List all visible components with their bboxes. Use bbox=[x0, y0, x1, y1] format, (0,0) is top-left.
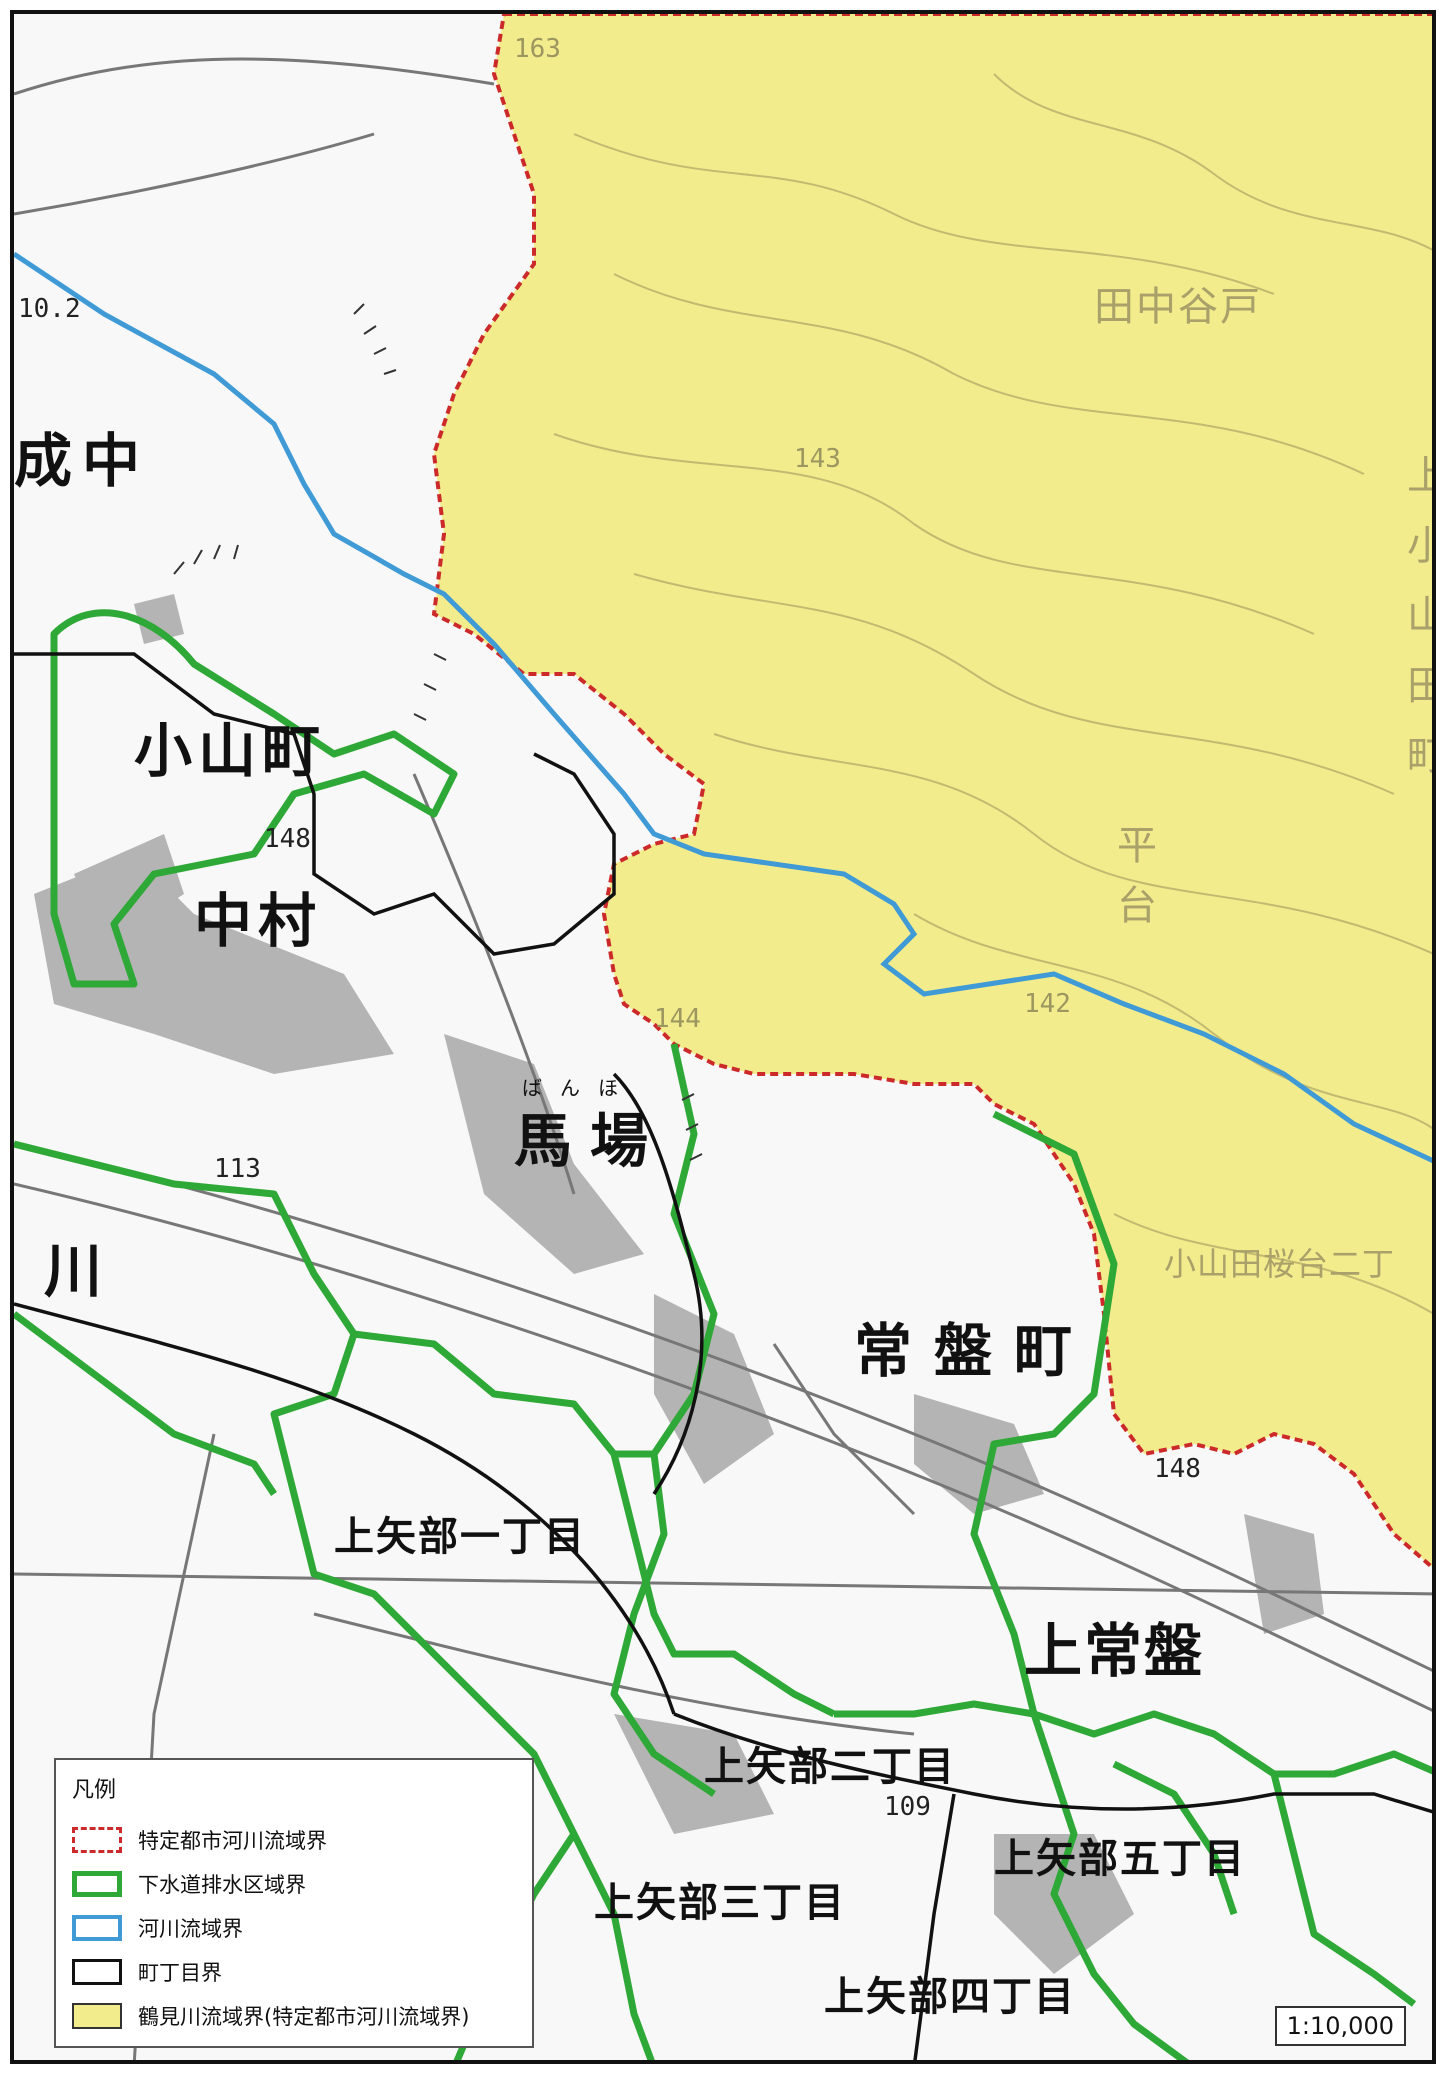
map-scale: 1:10,000 bbox=[1274, 2006, 1406, 2046]
place-kawa: 川 bbox=[44, 1237, 109, 1305]
town-boundaries bbox=[14, 652, 1432, 2060]
legend-swatch-blue bbox=[72, 1915, 122, 1941]
map-canvas[interactable] bbox=[14, 14, 1436, 2064]
legend-label: 河川流域界 bbox=[138, 1917, 243, 1941]
place-kamitokiwa: 上常盤 bbox=[1024, 1617, 1205, 1685]
hachure-marks bbox=[173, 303, 703, 1161]
place-seichu: 成中 bbox=[14, 427, 151, 495]
place-kamiyabe-5: 上矢部五丁目 bbox=[994, 1835, 1246, 1882]
place-tokiwa-cho: 常盤町 bbox=[854, 1317, 1095, 1385]
legend-item-specified-river-basin: 特定都市河川流域界 bbox=[72, 1818, 516, 1862]
elevation-10-2: 10.2 bbox=[18, 294, 81, 324]
elevation-109: 109 bbox=[884, 1792, 931, 1822]
legend-item-sewer-boundary: 下水道排水区域界 bbox=[72, 1862, 516, 1906]
elevation-143: 143 bbox=[794, 444, 841, 474]
legend-item-river-basin: 河川流域界 bbox=[72, 1906, 516, 1950]
elevation-163: 163 bbox=[514, 34, 561, 64]
legend-swatch-yellow bbox=[72, 2003, 122, 2029]
elevation-144: 144 bbox=[654, 1004, 701, 1034]
legend-swatch-dashed-red bbox=[72, 1827, 122, 1853]
place-kamiyabe-2: 上矢部二丁目 bbox=[704, 1743, 956, 1790]
legend-title: 凡例 bbox=[72, 1778, 117, 1803]
map-legend: 凡例 特定都市河川流域界 下水道排水区域界 河川流域界 町丁目界 鶴見川流域界(… bbox=[54, 1758, 534, 2048]
legend-item-tsurumi-basin: 鶴見川流域界(特定都市河川流域界) bbox=[72, 1994, 516, 2038]
place-oyama-cho: 小山町 bbox=[134, 717, 327, 785]
tsurumi-basin-area bbox=[431, 14, 1432, 1570]
elevation-148-a: 148 bbox=[264, 824, 311, 854]
river-basin-boundary bbox=[14, 251, 1432, 1164]
place-oyamada-cho: 上小山田町 bbox=[1400, 454, 1436, 804]
legend-item-town-boundary: 町丁目界 bbox=[72, 1950, 516, 1994]
place-taira-dai: 平台 bbox=[1110, 824, 1156, 944]
place-nakamura: 中村 bbox=[194, 887, 323, 955]
elevation-142: 142 bbox=[1024, 989, 1071, 1019]
legend-swatch-green bbox=[72, 1871, 122, 1897]
place-kamiyabe-1: 上矢部一丁目 bbox=[334, 1513, 586, 1560]
legend-label: 町丁目界 bbox=[138, 1961, 222, 1985]
place-banba-ruby: ばんほ bbox=[522, 1076, 636, 1100]
place-oyamada-sakuradai: 小山田桜台二丁 bbox=[1164, 1245, 1396, 1283]
legend-swatch-black bbox=[72, 1959, 122, 1985]
legend-label: 下水道排水区域界 bbox=[138, 1873, 306, 1897]
place-kamiyabe-3: 上矢部三丁目 bbox=[594, 1879, 846, 1926]
map-frame[interactable]: 小山町 中村 ばんほ 馬場 常盤町 上矢部一丁目 上矢部二丁目 上矢部三丁目 上… bbox=[10, 10, 1436, 2064]
place-banba: 馬場 bbox=[514, 1107, 667, 1175]
contour-lines bbox=[553, 73, 1432, 1315]
place-kamiyabe-4: 上矢部四丁目 bbox=[824, 1973, 1076, 2020]
legend-label: 鶴見川流域界(特定都市河川流域界) bbox=[138, 2005, 470, 2029]
legend-label: 特定都市河川流域界 bbox=[138, 1829, 327, 1853]
elevation-148-b: 148 bbox=[1154, 1454, 1201, 1484]
elevation-113: 113 bbox=[214, 1154, 261, 1184]
place-tanakayato: 田中谷戸 bbox=[1094, 284, 1262, 330]
